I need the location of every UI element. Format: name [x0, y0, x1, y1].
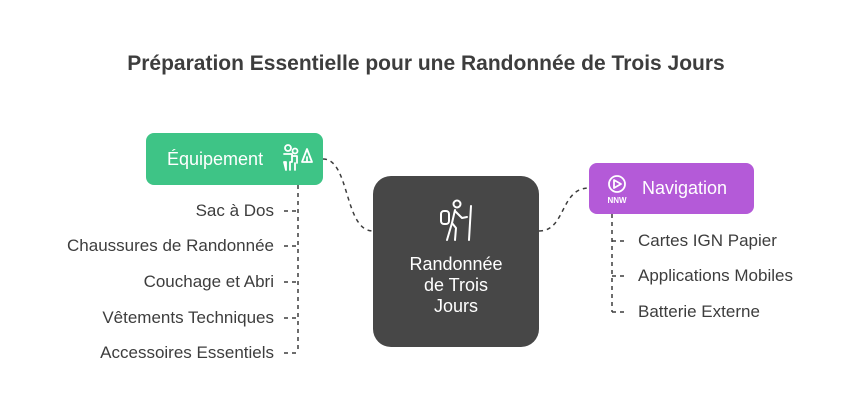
leaf-cartes-ign: Cartes IGN Papier [638, 231, 777, 250]
center-node: Randonnée de Trois Jours [373, 176, 539, 347]
center-label: Randonnée de Trois Jours [409, 254, 503, 316]
leaf-batterie: Batterie Externe [638, 302, 760, 321]
connector-center-equipment [322, 158, 374, 232]
leaf-chaussures: Chaussures de Randonnée [67, 236, 274, 255]
svg-text:NNW: NNW [607, 196, 627, 205]
leaf-applications: Applications Mobiles [638, 266, 793, 285]
leaf-vetements: Vêtements Techniques [102, 308, 274, 327]
branch-navigation-label: Navigation [642, 178, 728, 198]
leaf-couchage: Couchage et Abri [143, 272, 274, 291]
branch-navigation: NNW Navigation [589, 163, 754, 214]
branch-equipement: Équipement [146, 133, 323, 185]
hikers-tent-icon [283, 144, 313, 171]
branch-equipement-label: Équipement [167, 148, 264, 169]
leaf-sac-a-dos: Sac à Dos [195, 201, 274, 220]
hiker-icon [440, 199, 472, 241]
leaf-accessoires: Accessoires Essentiels [100, 343, 274, 362]
compass-icon: NNW [607, 174, 627, 205]
connector-center-navigation [538, 187, 590, 232]
diagram-title: Préparation Essentielle pour une Randonn… [127, 52, 725, 75]
